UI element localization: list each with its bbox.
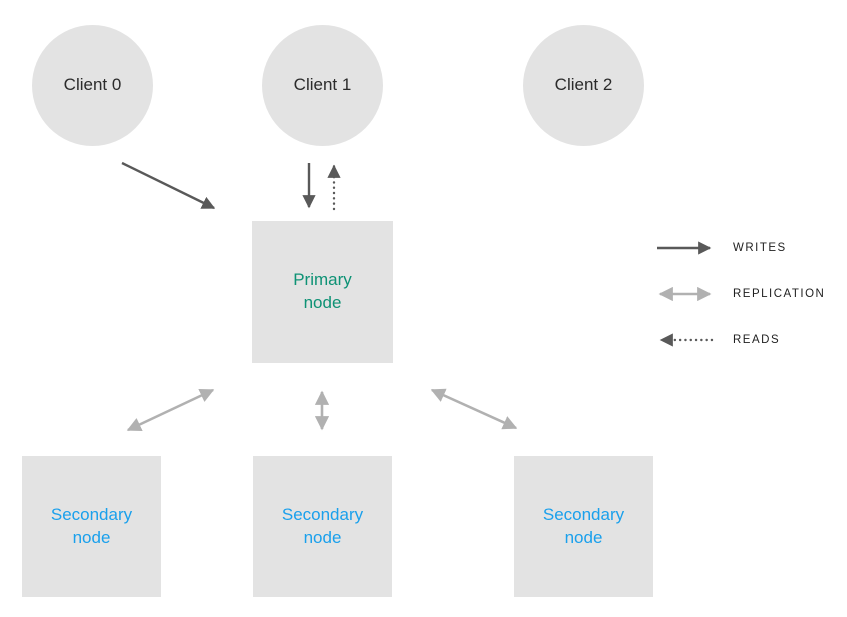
- writes-arrow-client0-primary: [121, 161, 216, 210]
- client-1-node: Client 1: [262, 25, 383, 146]
- secondary-node-1-label: Secondary node: [50, 504, 133, 547]
- primary-node: Primary node: [252, 221, 393, 363]
- legend-row-reads: READS: [655, 332, 825, 348]
- secondary-node-3: Secondary node: [514, 456, 653, 597]
- replication-arrow-secondary3: [430, 388, 518, 430]
- secondary-node-1: Secondary node: [22, 456, 161, 597]
- client-1-label: Client 1: [293, 75, 352, 95]
- client-2-label: Client 2: [554, 75, 613, 95]
- legend-label-replication: REPLICATION: [733, 288, 826, 300]
- primary-node-label: Primary node: [293, 270, 352, 312]
- client-0-label: Client 0: [63, 75, 122, 95]
- legend-label-reads: READS: [733, 334, 781, 346]
- legend-row-replication: REPLICATION: [655, 286, 825, 302]
- reads-arrow-icon: [659, 333, 714, 347]
- secondary-node-3-label: Secondary node: [542, 504, 625, 547]
- replication-arrow-secondary1: [126, 388, 215, 432]
- secondary-node-2: Secondary node: [253, 456, 392, 597]
- writes-arrow-icon: [657, 241, 712, 255]
- replication-arrow-icon: [658, 286, 712, 302]
- legend: WRITES REPLICATION READS: [655, 240, 825, 348]
- legend-row-writes: WRITES: [655, 240, 825, 256]
- client-2-node: Client 2: [523, 25, 644, 146]
- secondary-node-2-label: Secondary node: [281, 504, 364, 547]
- client-0-node: Client 0: [32, 25, 153, 146]
- legend-label-writes: WRITES: [733, 242, 787, 254]
